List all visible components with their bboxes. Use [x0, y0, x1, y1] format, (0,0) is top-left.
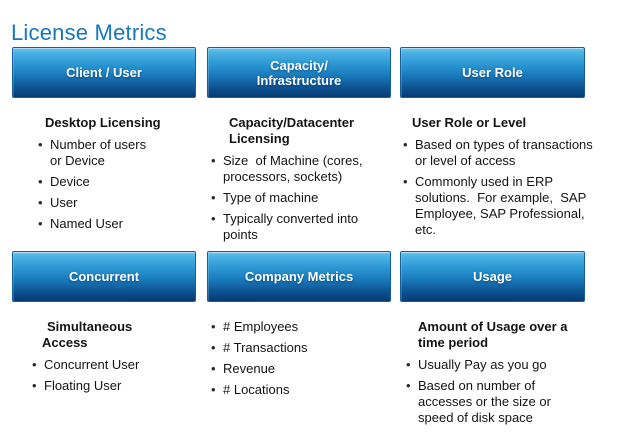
card-company-metrics: Company Metrics # Employees # Transactio… — [207, 251, 391, 403]
bullet-text: # Employees — [223, 319, 299, 334]
card-body: # Employees # Transactions Revenue # Loc… — [207, 302, 391, 398]
bullet-item: # Employees — [211, 319, 391, 335]
bullet-item: Usually Pay as you go — [406, 357, 585, 373]
bullet-text: Typically converted into points — [223, 211, 359, 242]
bullet-item: Based on number of accesses or the size … — [406, 378, 585, 426]
card-subheading: Simultaneous Access — [42, 319, 133, 350]
bullet-item: Device — [38, 174, 196, 190]
bullet-list: # Employees # Transactions Revenue # Loc… — [211, 319, 391, 398]
card-subheading: Capacity/Datacenter Licensing — [229, 115, 354, 146]
card-subheading: User Role or Level — [412, 115, 527, 130]
card-usage: Usage Amount of Usage over a time period… — [400, 251, 585, 431]
bullet-list: Concurrent User Floating User — [32, 357, 196, 394]
bullet-item: Concurrent User — [32, 357, 196, 373]
bullet-item: Size of Machine (cores, processors, sock… — [211, 153, 391, 185]
bullet-text: Usually Pay as you go — [418, 357, 547, 372]
bullet-item: Based on types of transactions or level … — [403, 137, 593, 169]
bullet-item: Commonly used in ERP solutions. For exam… — [403, 174, 587, 238]
bullet-list: Usually Pay as you go Based on number of… — [406, 357, 585, 426]
card-header-client-user: Client / User — [12, 47, 196, 98]
card-header-company-metrics: Company Metrics — [207, 251, 391, 302]
bullet-list: Based on types of transactions or level … — [403, 137, 593, 238]
bullet-item: Typically converted into points — [211, 211, 391, 243]
bullet-item: User — [38, 195, 196, 211]
card-user-role: User Role User Role or Level Based on ty… — [400, 47, 593, 243]
bullet-text: Size of Machine (cores, processors, sock… — [223, 153, 363, 184]
bullet-text: Number of users or Device — [50, 137, 147, 168]
bullet-text: Device — [50, 174, 90, 189]
bullet-text: Named User — [50, 216, 123, 231]
bullet-item: Number of users or Device — [38, 137, 196, 169]
bullet-text: Based on types of transactions or level … — [415, 137, 593, 168]
bullet-item: # Transactions — [211, 340, 391, 356]
card-capacity-infrastructure: Capacity/ Infrastructure Capacity/Datace… — [207, 47, 391, 248]
card-subheading: Desktop Licensing — [45, 115, 161, 130]
bullet-text: Concurrent User — [44, 357, 140, 372]
card-body: User Role or Level Based on types of tra… — [400, 98, 593, 238]
bullet-list: Number of users or Device Device User Na… — [38, 137, 196, 232]
card-concurrent: Concurrent Simultaneous Access Concurren… — [12, 251, 196, 399]
bullet-list: Size of Machine (cores, processors, sock… — [211, 153, 391, 243]
bullet-text: Type of machine — [223, 190, 319, 205]
bullet-item: Revenue — [211, 361, 391, 377]
bullet-item: # Locations — [211, 382, 391, 398]
page-title: License Metrics — [11, 19, 167, 45]
card-body: Simultaneous Access Concurrent User Floa… — [12, 302, 196, 394]
bullet-text: Based on number of accesses or the size … — [418, 378, 551, 425]
card-client-user: Client / User Desktop Licensing Number o… — [12, 47, 196, 237]
card-header-capacity-infrastructure: Capacity/ Infrastructure — [207, 47, 391, 98]
bullet-text: # Locations — [223, 382, 290, 397]
bullet-text: User — [50, 195, 78, 210]
bullet-item: Floating User — [32, 378, 196, 394]
card-header-usage: Usage — [400, 251, 585, 302]
card-header-concurrent: Concurrent — [12, 251, 196, 302]
card-body: Desktop Licensing Number of users or Dev… — [12, 98, 196, 232]
bullet-item: Type of machine — [211, 190, 391, 206]
bullet-text: Commonly used in ERP solutions. For exam… — [415, 174, 587, 237]
bullet-text: Floating User — [44, 378, 122, 393]
card-body: Capacity/Datacenter Licensing Size of Ma… — [207, 98, 391, 243]
bullet-text: # Transactions — [223, 340, 308, 355]
bullet-text: Revenue — [223, 361, 276, 376]
card-header-user-role: User Role — [400, 47, 585, 98]
card-subheading: Amount of Usage over a time period — [418, 319, 568, 350]
card-body: Amount of Usage over a time period Usual… — [400, 302, 585, 426]
bullet-item: Named User — [38, 216, 196, 232]
